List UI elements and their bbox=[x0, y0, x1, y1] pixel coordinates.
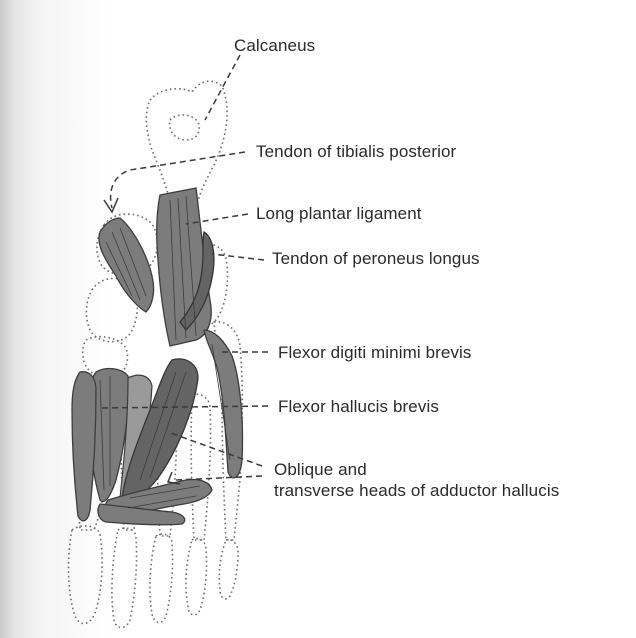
toe-4-outline bbox=[186, 538, 207, 614]
label-adductor-line2: transverse heads of adductor hallucis bbox=[274, 481, 559, 501]
abductor-hallucis-edge bbox=[72, 372, 96, 521]
toe-3-outline bbox=[150, 534, 173, 623]
label-tendon-tibialis-posterior: Tendon of tibialis posterior bbox=[256, 142, 456, 162]
metatarsal-4-outline bbox=[191, 394, 210, 540]
leader-transverse bbox=[176, 476, 262, 480]
leader-calcaneus bbox=[205, 55, 240, 120]
toe-2-outline bbox=[112, 528, 137, 627]
label-flexor-hallucis-brevis: Flexor hallucis brevis bbox=[278, 397, 439, 417]
label-flexor-digiti-minimi-brevis: Flexor digiti minimi brevis bbox=[278, 343, 472, 363]
label-adductor-line1: Oblique and bbox=[274, 460, 367, 480]
label-long-plantar-ligament: Long plantar ligament bbox=[256, 204, 422, 224]
tibialis-posterior-fan bbox=[99, 218, 154, 312]
toe-5-outline bbox=[219, 540, 238, 599]
leader-peroneus-longus bbox=[212, 254, 264, 260]
toe-1-outline bbox=[69, 526, 103, 624]
leader-oblique bbox=[168, 432, 262, 466]
talus-outline bbox=[170, 115, 200, 140]
label-tendon-peroneus-longus: Tendon of peroneus longus bbox=[272, 249, 480, 269]
label-calcaneus: Calcaneus bbox=[234, 36, 315, 56]
